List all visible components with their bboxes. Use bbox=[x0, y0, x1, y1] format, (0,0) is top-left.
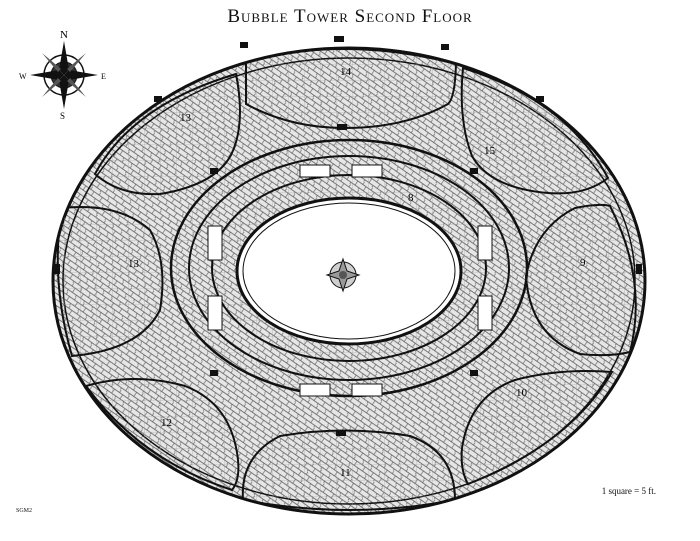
map-title: Bubble Tower Second Floor bbox=[227, 6, 473, 27]
stair-banks bbox=[207, 164, 493, 397]
room-15-floor bbox=[460, 66, 610, 195]
room-13-upper-floor bbox=[93, 72, 241, 196]
room-label-13-upper: 13 bbox=[180, 112, 192, 124]
room-label-15: 15 bbox=[484, 145, 496, 157]
room-label-12: 12 bbox=[161, 417, 172, 429]
room-11-floor bbox=[241, 429, 457, 511]
room-9-floor bbox=[524, 203, 637, 357]
room-14-floor bbox=[245, 48, 458, 130]
central-flower-ornament bbox=[325, 257, 361, 293]
map-code: SGM2 bbox=[16, 508, 33, 514]
room-13-west-floor bbox=[56, 205, 164, 358]
room-lobes bbox=[56, 48, 637, 511]
room-label-13-west: 13 bbox=[128, 258, 140, 270]
compass-rose-icon bbox=[30, 41, 98, 109]
room-label-11: 11 bbox=[340, 467, 351, 479]
compass-east: E bbox=[101, 72, 106, 81]
compass-west: W bbox=[19, 72, 27, 81]
compass-north: N bbox=[60, 29, 68, 41]
scale-note: 1 square = 5 ft. bbox=[601, 486, 656, 496]
door-markers bbox=[54, 36, 642, 436]
room-label-10: 10 bbox=[516, 387, 528, 399]
room-12-floor bbox=[84, 378, 240, 492]
room-10-floor bbox=[460, 370, 614, 486]
room-label-9: 9 bbox=[580, 257, 586, 269]
compass-south: S bbox=[60, 111, 65, 121]
room-label-8: 8 bbox=[408, 192, 414, 204]
room-label-14: 14 bbox=[340, 66, 352, 78]
